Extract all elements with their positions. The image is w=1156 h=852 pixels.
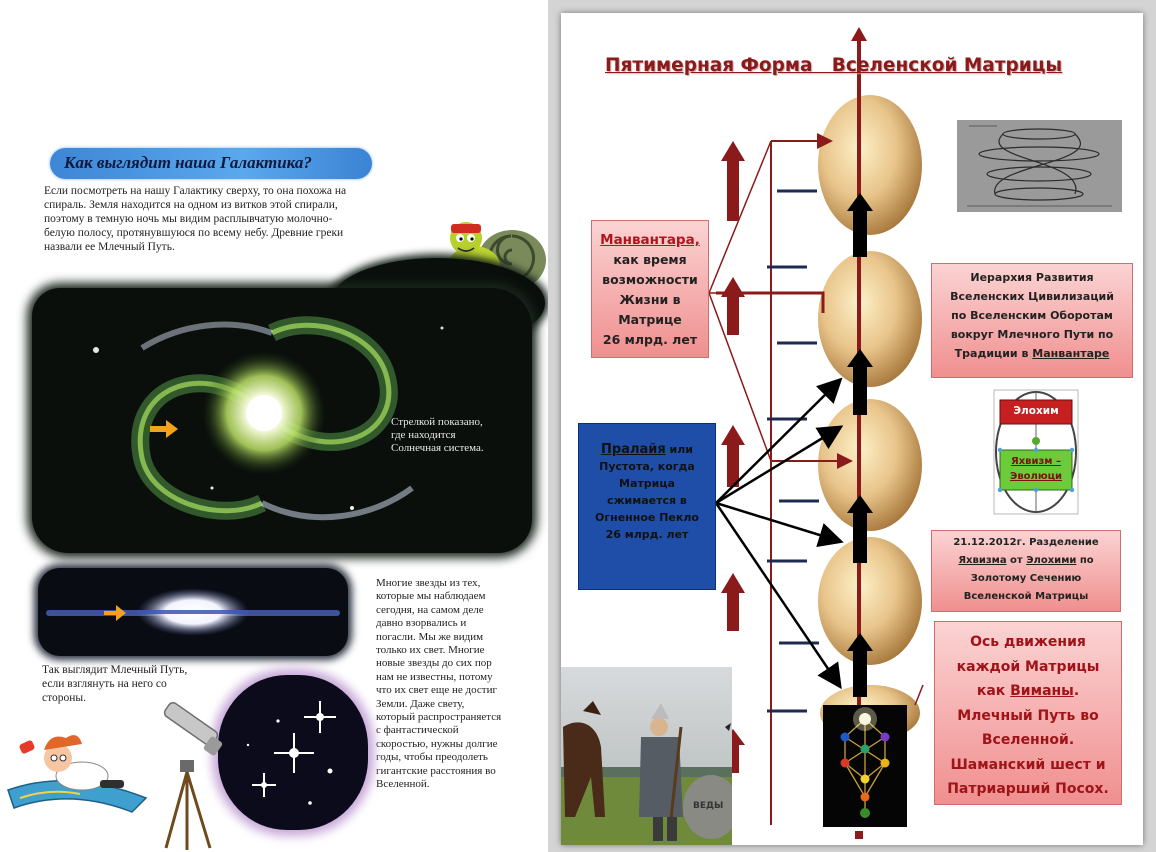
section-title-banner: Как выглядит наша Галактика? — [50, 148, 372, 179]
elohim-label: Элохим — [1013, 405, 1059, 417]
stars-paragraph: Многие звезды из тех, которые мы наблюда… — [376, 577, 502, 791]
intro-paragraph: Если посмотреть на нашу Галактику сверху… — [44, 185, 347, 253]
telescope-illustration — [163, 702, 223, 850]
left-book-page: Как выглядит наша Галактика? Если посмот… — [0, 0, 548, 852]
orbit-spiral-image — [957, 120, 1122, 212]
pralaya-box: Пралайя или Пустота, когда Матрица сжима… — [578, 423, 716, 590]
edge-galaxy-caption: Так выглядит Млечный Путь, если взглянут… — [42, 664, 188, 704]
slide-title: Пятимерная Форма Вселенской Матрицы — [605, 55, 1063, 76]
matrix-diagram-graphics — [708, 27, 924, 839]
stone-inscription: ВЕДЫ — [693, 801, 724, 811]
warrior-with-horse-photo: ВЕДЫ — [561, 667, 739, 845]
right-slide-page: Пятимерная Форма Вселенской Матрицы — [548, 0, 1156, 852]
edge-on-galaxy-image — [46, 588, 340, 636]
galaxy-arrow-note: Стрелкой показано, где находится Солнечн… — [391, 416, 484, 454]
yahvizm-label-1: Яхвизм – — [1011, 456, 1061, 467]
hierarchy-box: Иерархия Развития Вселенских Цивилизаций… — [931, 263, 1133, 378]
date-division-box: 21.12.2012г. Разделение Яхвизма от Элохи… — [931, 530, 1121, 612]
manvantara-box: Манвантара, как время возможности Жизни … — [591, 220, 709, 358]
star-cluster-image — [246, 701, 336, 805]
elohim-yahvizm-diagram: Элохим Яхвизм – Эволюци — [986, 388, 1086, 516]
spiral-galaxy-image — [93, 316, 444, 521]
section-title: Как выглядит наша Галактика? — [64, 153, 312, 172]
axis-motion-box: Ось движения каждой Матрицы как Виманы. … — [934, 621, 1122, 805]
yahvizm-label-2: Эволюци — [1009, 471, 1062, 482]
presentation-slide: Пятимерная Форма Вселенской Матрицы — [561, 13, 1143, 845]
cartoon-professor-on-carpet-illustration — [7, 735, 148, 813]
tree-of-life-image — [823, 705, 907, 827]
